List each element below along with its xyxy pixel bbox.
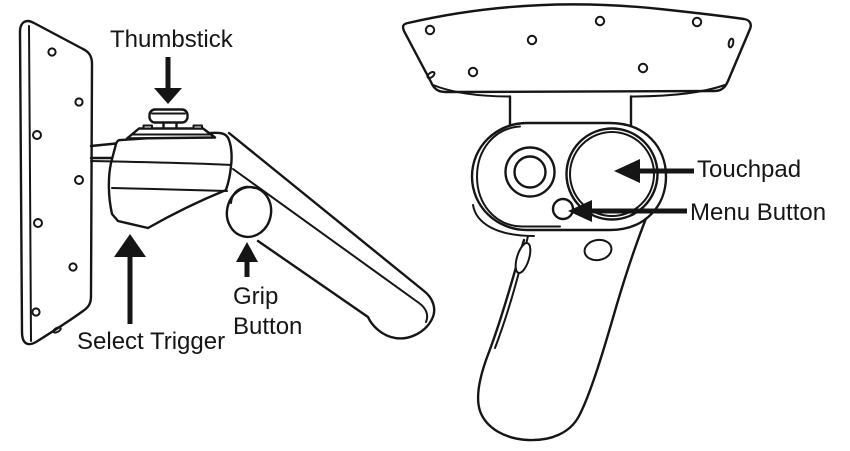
led-dot <box>32 130 42 140</box>
led-dot <box>33 218 43 228</box>
thumbstick-top-figure <box>504 146 556 198</box>
led-dot <box>727 37 735 49</box>
controller-body <box>90 131 233 230</box>
grip-oval <box>583 238 613 262</box>
led-dot <box>52 326 62 334</box>
led-dot <box>68 262 78 272</box>
left-controller-figure <box>18 19 436 346</box>
led-dot <box>31 307 41 317</box>
led-dot <box>691 16 703 28</box>
handle <box>476 198 653 442</box>
led-dot <box>74 97 84 107</box>
touchpad-arrow <box>614 159 694 183</box>
grip-button-label-line2: Button <box>233 313 303 340</box>
touchpad-figure <box>565 127 659 221</box>
select-trigger-arrow <box>114 234 146 324</box>
menu-button-arrow <box>568 200 687 222</box>
menu-button-figure <box>551 197 575 221</box>
handle-arm <box>227 131 436 340</box>
grip-button-arrow <box>236 242 258 277</box>
controller-head <box>470 121 668 237</box>
tracking-leds <box>424 15 735 80</box>
tracking-leds <box>31 47 84 334</box>
menu-button-label: Menu Button <box>690 199 827 226</box>
grip-button-label: Grip Button <box>233 282 302 342</box>
right-controller-figure <box>401 3 752 442</box>
led-dot <box>594 15 606 27</box>
led-dot <box>74 175 84 185</box>
thumbstick-figure <box>125 108 217 140</box>
thumbstick-label: Thumbstick <box>110 26 233 53</box>
grip-button-label-line1: Grip <box>233 283 279 310</box>
led-dot <box>424 24 436 36</box>
led-dot <box>637 62 649 74</box>
select-trigger-label: Select Trigger <box>77 328 226 355</box>
side-button <box>514 242 532 274</box>
grip-button-figure <box>225 185 273 239</box>
neck <box>508 95 633 130</box>
led-dot <box>467 66 479 78</box>
led-dot <box>526 34 538 46</box>
led-dot <box>47 47 57 57</box>
thumbstick-arrow <box>154 57 182 104</box>
halo-panel <box>18 19 94 346</box>
halo-band <box>401 3 752 98</box>
callout-arrows <box>114 57 694 324</box>
touchpad-label: Touchpad <box>697 156 802 183</box>
led-dot <box>426 70 436 80</box>
